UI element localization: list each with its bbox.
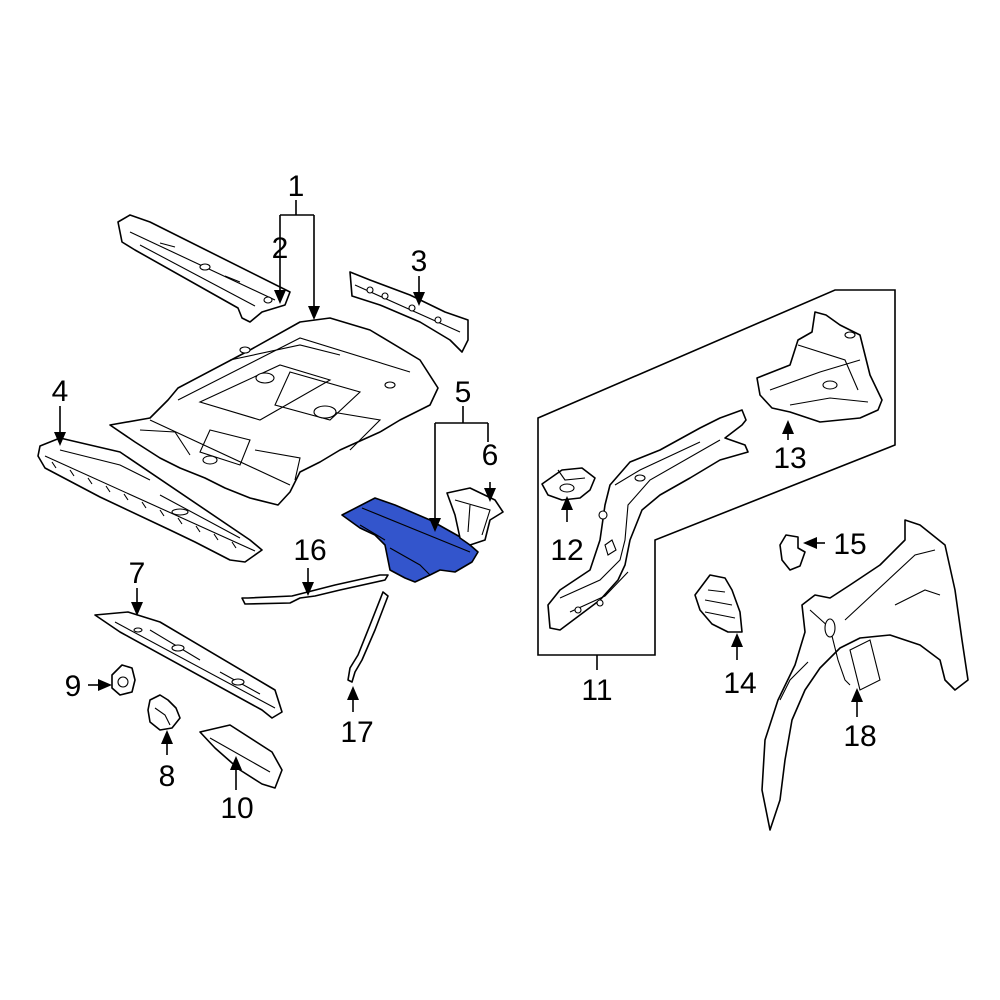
part-9-clip[interactable] (111, 664, 136, 696)
part-2-crossmember[interactable] (117, 214, 291, 323)
callout-3[interactable]: 3 (411, 245, 428, 278)
leader-lines (54, 200, 863, 790)
part-5-tunnel-bracket[interactable] (341, 497, 479, 583)
callout-9[interactable]: 9 (65, 670, 82, 703)
part-14-bracket[interactable] (694, 574, 743, 633)
part-7-floor-rail[interactable] (94, 611, 283, 719)
callout-7[interactable]: 7 (129, 557, 146, 590)
callout-16[interactable]: 16 (293, 534, 326, 567)
part-3-reinforcement[interactable] (349, 271, 469, 353)
callout-12[interactable]: 12 (550, 534, 583, 567)
part-18-wheelhouse[interactable] (761, 519, 969, 831)
part-11-rear-frame-assembly-box (537, 289, 896, 656)
callout-11[interactable]: 11 (581, 674, 612, 707)
part-6-bracket[interactable] (446, 487, 504, 546)
callout-labels: 1 2 3 4 5 6 7 8 9 10 11 12 13 14 15 16 1… (52, 170, 877, 825)
callout-1[interactable]: 1 (288, 170, 305, 203)
part-15-clip[interactable] (779, 534, 806, 571)
callout-2[interactable]: 2 (272, 232, 289, 265)
part-1-floor-pan[interactable] (109, 317, 439, 506)
part-10-bracket[interactable] (199, 724, 283, 789)
part-11-frame-rail[interactable] (547, 409, 749, 631)
part-17-strip[interactable] (347, 591, 389, 683)
part-4-rear-sill[interactable] (37, 437, 263, 563)
part-12-bracket[interactable] (541, 467, 596, 501)
callout-10[interactable]: 10 (220, 792, 253, 825)
callout-8[interactable]: 8 (159, 760, 176, 793)
callout-15[interactable]: 15 (833, 528, 866, 561)
part-16-strip[interactable] (241, 574, 389, 605)
callout-14[interactable]: 14 (723, 667, 756, 700)
callout-13[interactable]: 13 (773, 442, 806, 475)
callout-18[interactable]: 18 (843, 720, 876, 753)
callout-5[interactable]: 5 (455, 376, 472, 409)
part-13-extension[interactable] (756, 311, 883, 423)
part-8-plug[interactable] (147, 694, 181, 731)
callout-6[interactable]: 6 (482, 439, 499, 472)
callout-4[interactable]: 4 (52, 375, 69, 408)
callout-17[interactable]: 17 (340, 716, 373, 749)
